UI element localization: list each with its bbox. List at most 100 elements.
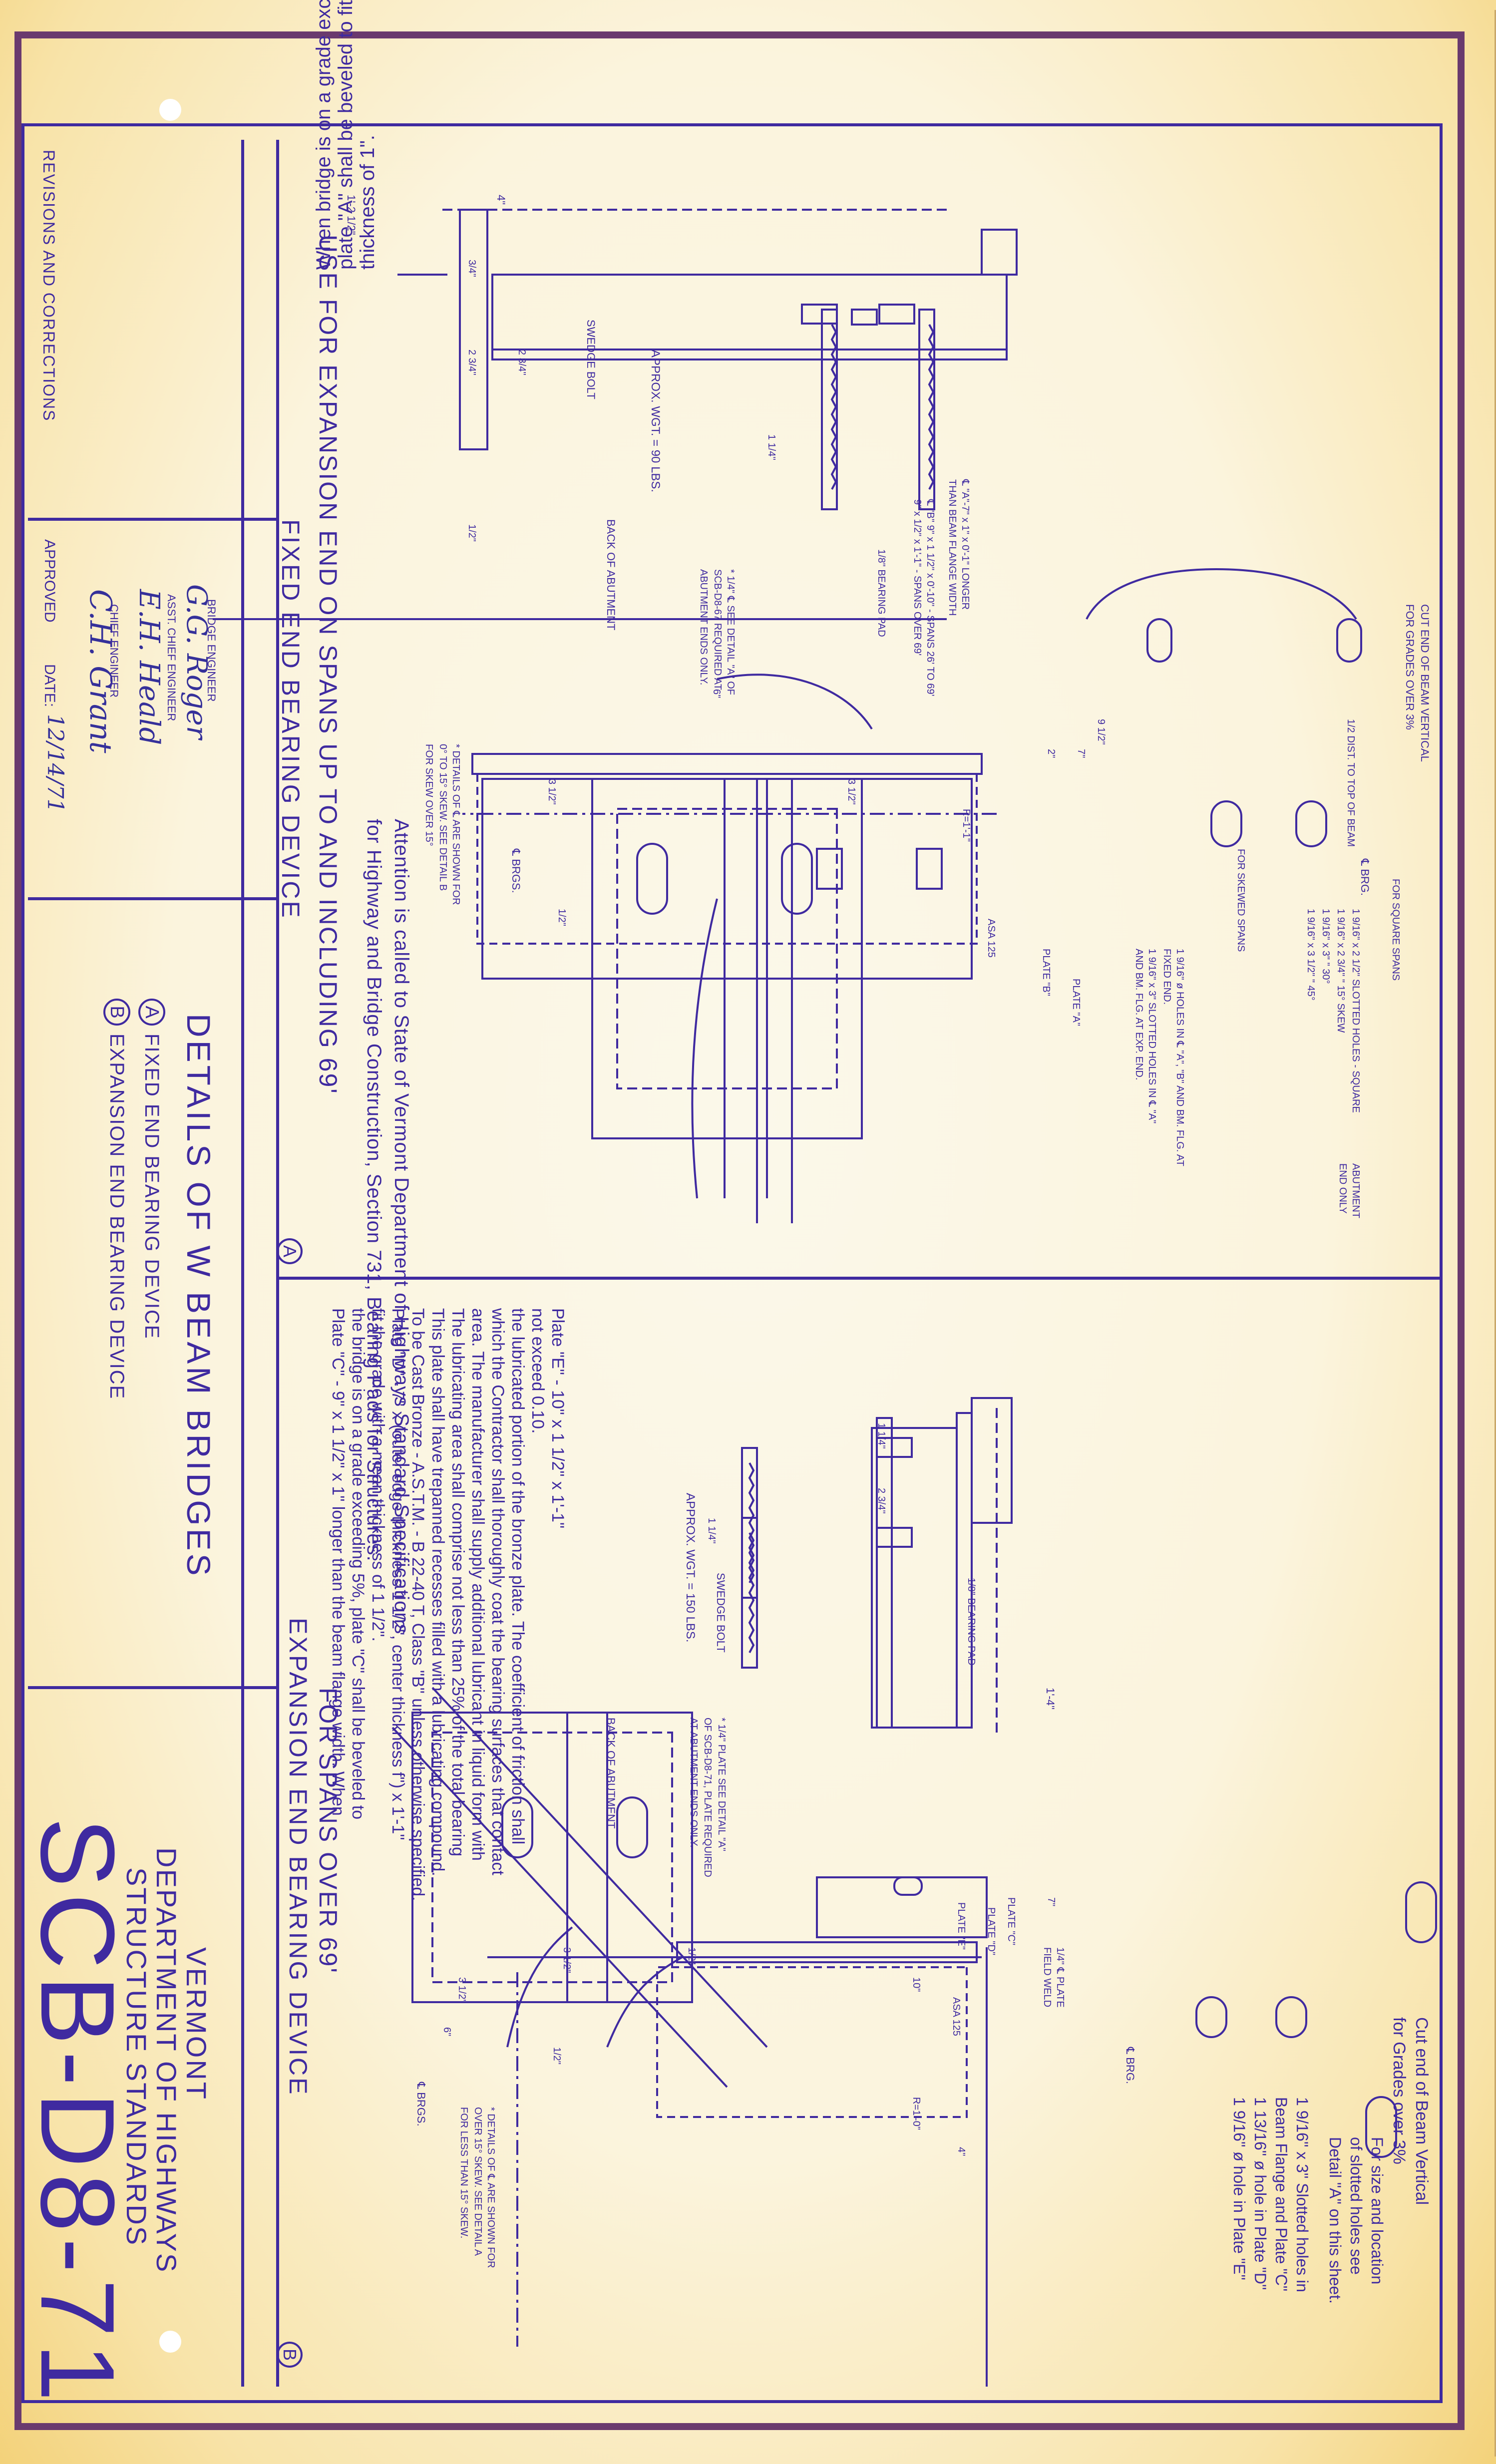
expansion-slot-note-3: 1 13/16" ø hole in Plate "D" [1251,2097,1269,2290]
approved-label: APPROVED [41,539,58,623]
fixed-detail-note-2: 0° TO 15° SKEW. SEE DETAIL B [437,744,448,891]
expansion-brg: ℄ BRG. [1124,2047,1136,2085]
fixed-plate-a: PLATE "A" [1071,979,1082,1026]
fixed-r: R=1'-1" [961,809,972,842]
fixed-slotted-holes [1086,568,1362,847]
fixed-star-note-2: SCB-D8-67 REQUIRED AT [712,569,723,690]
expansion-dim-9: 1/2" [686,1947,697,1965]
item-b-label: EXPANSION END BEARING DEVICE [106,1034,128,1400]
expansion-spec-12: Plate "E" - 10" x 1 1/2" x 1'-1" [548,1308,567,1529]
fixed-plate-b-note-2: 9" x 1/2" x 1'-1" - SPANS OVER 69' [912,499,923,656]
expansion-spec-8: area. The manufacturer shall supply addi… [468,1308,487,1861]
fixed-asa: ASA 125 [986,919,997,958]
expansion-elevation [741,1397,1013,1738]
expansion-size-note-2: of slotted holes see [1347,2137,1365,2275]
bridge-engineer-label: BRIDGE ENGINEER [205,599,218,702]
date-label: DATE: [41,664,58,707]
punch-hole-bottom [159,2331,181,2353]
fixed-skewed-spans: FOR SKEWED SPANS [1235,849,1246,952]
expansion-size-note-1: For size and location [1368,2137,1386,2285]
expansion-spec-10: the lubricated portion of the bronze pla… [508,1308,527,1845]
chief-engineer-label: CHIEF ENGINEER [108,604,120,698]
punch-hole-top [159,99,181,121]
expansion-field-weld-1: 1/4" ℄ PLATE [1055,1947,1066,2008]
title-block-lines [28,140,1441,2387]
expansion-asa: ASA 125 [951,1997,962,2036]
expansion-plate-c: PLATE "C" [1006,1897,1017,1946]
fixed-dist: 1/2 DIST. TO TOP OF BEAM [1345,719,1356,847]
fixed-title: FIXED END BEARING DEVICE [277,519,305,920]
expansion-dim-5: 7" [1046,1897,1057,1907]
fixed-elevation [397,209,1018,510]
fixed-swedge: SWEDGE BOLT [585,320,597,399]
expansion-plan [391,1687,768,2088]
fixed-holes-note-3: 1 9/16" x 3" SLOTTED HOLES IN ℄ "A" [1146,949,1157,1124]
expansion-detail-note-3: FOR LESS THAN 15° SKEW. [458,2107,469,2239]
fixed-plate-a-note-1: ℄ "A"-7" x 1" x 0'-1" LONGER [960,479,971,610]
expansion-spec-4: Plate "D" - 7" x (outer edge thickness 1… [388,1308,407,1840]
fixed-cut-note-2: FOR GRADES OVER 3% [1404,604,1416,730]
item-a-label: FIXED END BEARING DEVICE [141,1034,163,1340]
expansion-marker: B [277,2342,303,2368]
fixed-square-spans: FOR SQUARE SPANS [1390,879,1401,981]
fixed-detail-note-3: FOR SKEW OVER 15° [423,744,434,846]
grade-note-3: thickness of 1". [357,135,378,270]
fixed-detail-note-1: * DETAILS OF ℄ ARE SHOWN FOR [450,744,461,905]
fixed-marker: A [277,1238,303,1264]
state-label: VERMONT [181,1947,212,2101]
fixed-dim-5: 2 3/4" [516,350,527,375]
fixed-cut-note-1: CUT END OF BEAM VERTICAL [1419,604,1431,762]
fixed-slot-row-3: 1 9/16" x 3" " 30° [1320,909,1331,984]
expansion-spec-5: To be Cast Bronze - A.S.T.M. - B 22-40 T… [408,1308,427,1901]
fixed-slot-row-2: 1 9/16" x 2 3/4" " 15° SKEW [1335,909,1346,1033]
expansion-spec-9: which the Contractor shall thoroughly co… [488,1308,507,1875]
sheet-outer-border [14,31,1465,2430]
expansion-weight: APPROX. WGT. = 150 LBS. [684,1493,697,1643]
expansion-brgs: ℄ BRGS. [415,2082,427,2126]
fixed-plate-a-note-2: THAN BEAM FLANGE WIDTH [947,479,958,616]
fixed-slot-row-4: 1 9/16" x 3 1/2" " 45° [1305,909,1316,1001]
fixed-dim-13: 1/2" [556,909,567,926]
fixed-abutment-only-2: END ONLY [1337,1163,1348,1214]
expansion-swedge: SWEDGE BOLT [715,1573,727,1653]
expansion-dim-3: 2 3/4" [876,1488,887,1514]
expansion-pad: 1/8" BEARING PAD [966,1578,977,1666]
fixed-dim-4: 2 3/4" [466,350,477,375]
fixed-dim-2: 4" [495,195,507,205]
standards-label: STRUCTURE STANDARDS [121,1867,152,2247]
expansion-plate-e: PLATE "E" [956,1902,967,1950]
expansion-dim-10: 3 1/2" [561,1947,572,1973]
grade-note-1: When bridge is on a grade exceeding 5%, [313,0,335,270]
fixed-plate-b: PLATE "B" [1041,949,1052,996]
expansion-detail-note-2: OVER 15° SKEW. SEE DETAIL A [472,2107,483,2256]
expansion-slot-note-2: Beam Flange and Plate "C" [1272,2097,1290,2292]
expansion-star-note-1: * 1/4" PLATE SEE DETAIL "A" [716,1718,727,1851]
sheet-number: SCB-D8-71 [19,1817,136,2408]
fixed-holes-note-1: 1 9/16" ø HOLES IN ℄ "A", "B" AND BM. FL… [1174,949,1185,1166]
expansion-plate-d: PLATE "D" [986,1907,997,1956]
expansion-dim-6: 10" [911,1977,922,1992]
drawing-frame [21,123,1443,2403]
expansion-slot-note-4: 1 9/16" ø hole in Plate "E" [1230,2097,1248,2280]
fixed-dim-8: 9 1/2" [1096,719,1107,745]
fixed-brgs: ℄ BRGS. [510,849,522,893]
fixed-holes-note-2: FIXED END. [1161,949,1172,1005]
date-value: 12/14/71 [42,714,68,813]
expansion-dim-2: 1 1/4" [876,1423,887,1449]
fixed-dim-7: 1 1/4" [766,434,777,460]
expansion-dim-1: 1'-4" [1044,1688,1057,1710]
fixed-dim-9: 7" [1076,749,1087,758]
fixed-dim-11: 3 1/2" [846,779,857,805]
fixed-dim-6: 1/2" [466,524,477,542]
expansion-spec-11: not exceed 0.10. [528,1308,547,1434]
expansion-dim-7: 4" [956,2147,967,2156]
item-a-marker: A [138,999,165,1026]
expansion-spec-3: fit the grade with a mean thickness of 1… [369,1308,387,1642]
signature-asst: E.H. Heald [133,589,165,745]
expansion-title: EXPANSION END BEARING DEVICE [284,1618,312,2097]
asst-chief-engineer-label: ASST. CHIEF ENGINEER [165,594,178,721]
expansion-star-note-2: OF SCB-D8-71, PLATE REQUIRED [702,1718,713,1877]
